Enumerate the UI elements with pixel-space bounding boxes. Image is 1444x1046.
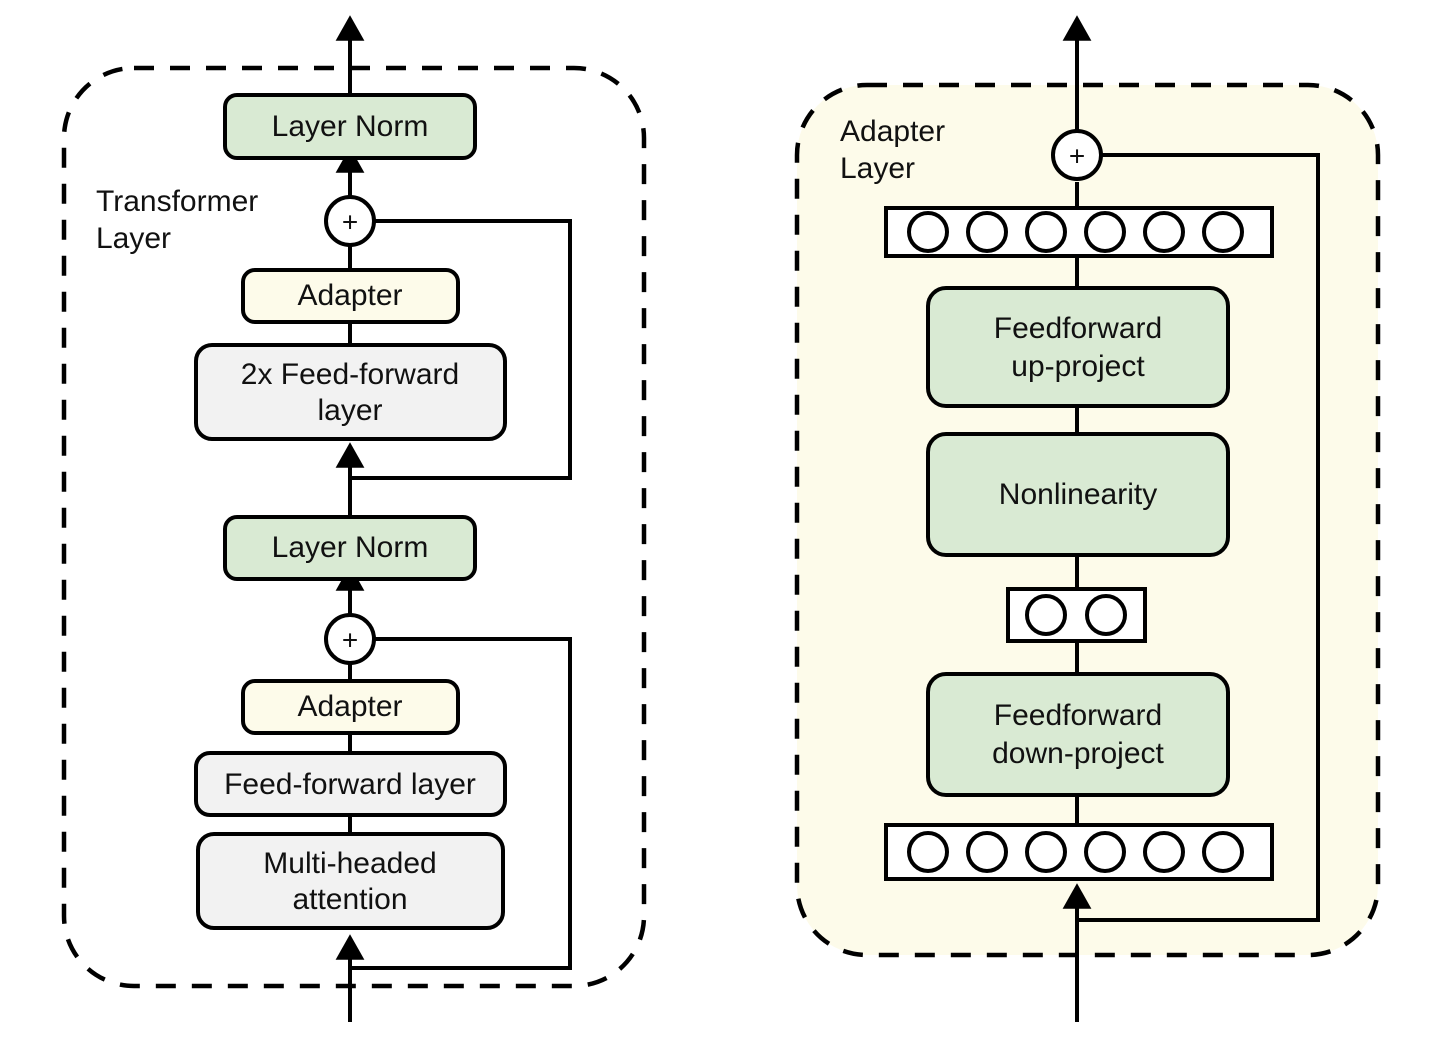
- node-unit: [1085, 594, 1127, 636]
- adder-bottom-symbol: +: [342, 625, 358, 656]
- node-unit: [966, 211, 1008, 253]
- block-feedforward-up-project-label-line1: Feedforward: [994, 312, 1162, 345]
- block-adapter-bottom-label: Adapter: [297, 690, 402, 723]
- block-feedforward-up-project[interactable]: Feedforward up-project: [926, 286, 1230, 408]
- node-unit: [1143, 831, 1185, 873]
- block-multi-headed-attention-label-line1: Multi-headed: [263, 847, 436, 880]
- residual-skip-bottom: [350, 637, 572, 970]
- transformer-layer-label-line1: Transformer: [96, 185, 258, 218]
- block-adapter-top[interactable]: Adapter: [241, 268, 460, 324]
- block-feed-forward-2x-shape: [194, 343, 507, 441]
- node-unit: [1202, 831, 1244, 873]
- block-adapter-top-shape: [241, 268, 460, 324]
- block-feed-forward-layer[interactable]: Feed-forward layer: [194, 751, 507, 817]
- adder-adapter-symbol: +: [1069, 141, 1085, 172]
- node-unit: [1025, 594, 1067, 636]
- block-feed-forward-layer-shape: [194, 751, 507, 817]
- adder-adapter-circle: [1051, 129, 1103, 181]
- block-adapter-bottom[interactable]: Adapter: [241, 679, 460, 735]
- block-adapter-top-label: Adapter: [297, 279, 402, 312]
- node-row-bottom[interactable]: [884, 823, 1274, 881]
- block-feedforward-up-project-shape: [926, 286, 1230, 408]
- adder-top-circle: [324, 195, 376, 247]
- block-feedforward-up-project-label-line2: up-project: [1011, 350, 1145, 383]
- node-unit: [1025, 211, 1067, 253]
- node-unit: [966, 831, 1008, 873]
- block-nonlinearity[interactable]: Nonlinearity: [926, 432, 1230, 557]
- node-row-top[interactable]: [884, 206, 1274, 258]
- block-layer-norm-top-shape: [223, 93, 477, 160]
- node-unit: [1143, 211, 1185, 253]
- right-adapter-panel: Adapter Layer: [794, 15, 1381, 1022]
- adder-bottom-circle: [324, 613, 376, 665]
- block-nonlinearity-label: Nonlinearity: [999, 478, 1157, 511]
- adder-top[interactable]: +: [324, 195, 376, 247]
- block-feed-forward-2x[interactable]: 2x Feed-forward layer: [194, 343, 507, 441]
- transformer-layer-label-line2: Layer: [96, 222, 171, 255]
- block-feedforward-down-project-label-line2: down-project: [992, 737, 1164, 770]
- adapter-layer-label-line2: Layer: [840, 152, 915, 185]
- node-unit: [1025, 831, 1067, 873]
- block-feed-forward-layer-label: Feed-forward layer: [224, 768, 476, 801]
- adder-bottom[interactable]: +: [324, 613, 376, 665]
- node-unit: [907, 211, 949, 253]
- block-layer-norm-top-label: Layer Norm: [272, 110, 429, 143]
- adder-adapter[interactable]: +: [1051, 129, 1103, 181]
- adder-top-symbol: +: [342, 207, 358, 238]
- transformer-layer-group-boundary: [61, 65, 647, 989]
- block-multi-headed-attention-label-line2: attention: [292, 883, 407, 916]
- block-feedforward-down-project-label-line1: Feedforward: [994, 699, 1162, 732]
- block-nonlinearity-shape: [926, 432, 1230, 557]
- block-feed-forward-2x-label-line1: 2x Feed-forward: [241, 358, 459, 391]
- node-unit: [907, 831, 949, 873]
- residual-skip-adapter: [1077, 153, 1320, 922]
- node-unit: [1084, 211, 1126, 253]
- block-layer-norm-bottom-shape: [223, 515, 477, 581]
- block-layer-norm-top[interactable]: Layer Norm: [223, 93, 477, 160]
- block-feedforward-down-project[interactable]: Feedforward down-project: [926, 672, 1230, 797]
- block-layer-norm-bottom-label: Layer Norm: [272, 531, 429, 564]
- block-adapter-bottom-shape: [241, 679, 460, 735]
- node-unit: [1202, 211, 1244, 253]
- block-layer-norm-bottom[interactable]: Layer Norm: [223, 515, 477, 581]
- block-feed-forward-2x-label-line2: layer: [317, 394, 382, 427]
- residual-skip-top: [350, 219, 572, 480]
- block-multi-headed-attention[interactable]: Multi-headed attention: [196, 832, 505, 930]
- node-unit: [1084, 831, 1126, 873]
- block-feedforward-down-project-shape: [926, 672, 1230, 797]
- adapter-layer-label-line1: Adapter: [840, 115, 945, 148]
- block-multi-headed-attention-shape: [196, 832, 505, 930]
- node-row-bottleneck[interactable]: [1006, 587, 1147, 643]
- left-transformer-panel: Transformer Layer: [61, 15, 647, 1022]
